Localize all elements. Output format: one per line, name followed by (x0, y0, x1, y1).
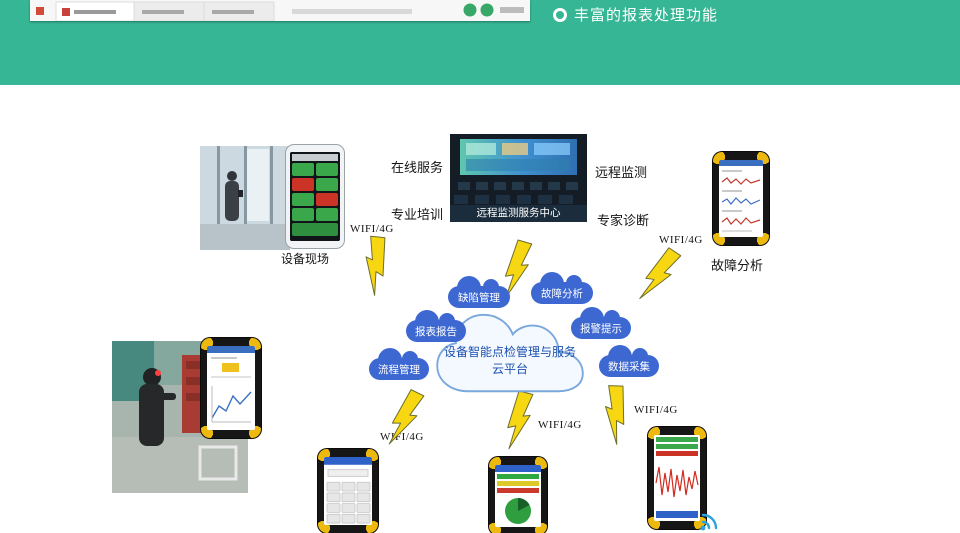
inspection-phone (201, 338, 261, 438)
lightning-bolt-icon (632, 242, 685, 309)
inspection-phone-screen (207, 346, 255, 430)
inspection-screen-graphic (207, 346, 255, 430)
label-wifi-top-right: WIFI/4G (659, 234, 703, 246)
cloud-alarm: 报警提示 (571, 307, 631, 339)
pie-screen-graphic (495, 465, 541, 527)
cloud-label: 报表报告 (415, 326, 457, 338)
lightning-bolt-icon (591, 382, 638, 447)
header-band: 丰富的报表处理功能 (0, 0, 960, 85)
lightning-bolt-icon (498, 239, 536, 299)
cloud-data-collection: 数据采集 (599, 345, 659, 377)
waveform-phone-screen (654, 435, 700, 521)
cloud-label: 流程管理 (378, 364, 420, 376)
monitor-room-photo: 远程监测服务中心 (450, 134, 587, 222)
status-tiles-graphic (290, 152, 340, 241)
label-wifi-bottom-left: WIFI/4G (380, 431, 424, 443)
label-wifi-bottom-center: WIFI/4G (538, 419, 582, 431)
lightning-bolt-icon (381, 386, 428, 451)
pie-chart-phone-screen (495, 465, 541, 527)
label-remote-monitoring: 远程监测 (595, 165, 648, 180)
keypad-phone (318, 449, 378, 533)
pie-chart-phone (489, 457, 547, 533)
fault-analysis-phone-screen (719, 160, 763, 237)
browser-thumbnail-graphic (30, 0, 530, 22)
label-wifi-top-left: WIFI/4G (350, 223, 394, 235)
waveform-phone (648, 427, 706, 529)
label-expert-diagnosis: 专家诊断 (597, 213, 650, 228)
wireless-signal-icon (698, 511, 724, 532)
fault-analysis-caption: 故障分析 (710, 258, 763, 273)
keypad-phone-screen (324, 457, 372, 525)
center-cloud: 设备智能点检管理与服务 云平台 (426, 305, 594, 403)
label-wifi-bottom-right: WIFI/4G (634, 404, 678, 416)
status-phone-screen (290, 152, 340, 241)
browser-thumbnail (30, 0, 530, 22)
center-cloud-line1: 设备智能点检管理与服务 (443, 345, 576, 360)
cloud-label: 报警提示 (580, 323, 622, 335)
cloud-label: 故障分析 (541, 288, 583, 300)
center-cloud-shape (436, 313, 584, 393)
label-online-service: 在线服务 (391, 160, 444, 175)
lightning-bolt-icon (501, 390, 537, 450)
fault-analysis-phone (713, 152, 769, 245)
keypad-screen-graphic (324, 457, 372, 525)
waveform-screen-graphic (654, 435, 700, 521)
center-cloud-text: 设备智能点检管理与服务 云平台 (426, 305, 594, 403)
lightning-bolt-icon (350, 232, 400, 298)
cloud-report: 报表报告 (406, 310, 466, 342)
equipment-site-caption: 设备现场 (280, 252, 329, 266)
slide-title-text: 丰富的报表处理功能 (574, 7, 719, 24)
equipment-site-photo-graphic (200, 146, 290, 250)
cloud-fault-analysis: 故障分析 (531, 272, 593, 304)
cloud-label: 缺陷管理 (458, 292, 500, 304)
status-phone (286, 145, 344, 248)
fault-charts-graphic (719, 160, 763, 237)
circle-bullet-icon (553, 7, 567, 22)
slide-title: 丰富的报表处理功能 (553, 4, 718, 25)
label-professional-training: 专业培训 (391, 207, 444, 222)
cloud-defect-management: 缺陷管理 (448, 276, 510, 308)
equipment-site-photo (200, 146, 290, 250)
cloud-label: 数据采集 (608, 361, 650, 373)
center-cloud-line2: 云平台 (491, 362, 528, 376)
monitor-room-caption: 远程监测服务中心 (450, 205, 587, 222)
cloud-process-management: 流程管理 (369, 348, 429, 380)
